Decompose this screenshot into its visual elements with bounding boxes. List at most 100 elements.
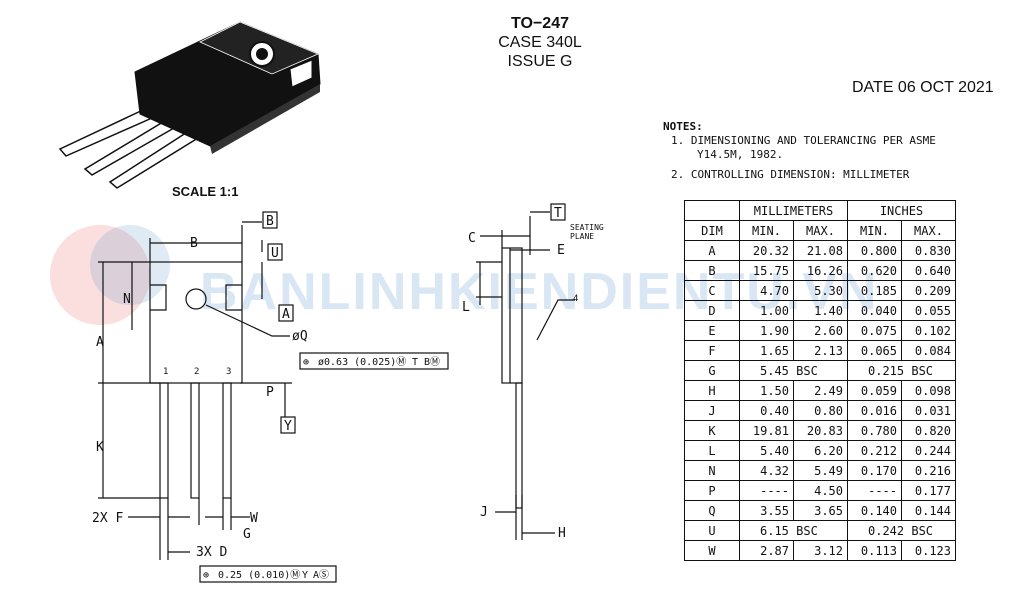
fcf-top-datum-2: BⓂ bbox=[424, 356, 440, 368]
dim-k-label: K bbox=[96, 440, 104, 455]
package-3d-illustration bbox=[58, 21, 321, 189]
in-max-cell: 0.177 bbox=[901, 480, 956, 501]
in-min-cell: 0.075 bbox=[847, 320, 902, 341]
col-in-min: MIN. bbox=[847, 220, 902, 241]
fcf-top-symbol: ⊕ bbox=[303, 357, 309, 368]
mm-min-cell: ---- bbox=[739, 480, 794, 501]
in-max-cell: 0.830 bbox=[901, 240, 956, 261]
pin-2-label: 2 bbox=[194, 367, 199, 377]
dim-cell: K bbox=[684, 420, 740, 441]
dim-n-label: N bbox=[123, 292, 131, 307]
in-max-cell: 0.084 bbox=[901, 340, 956, 361]
datum-b-label: B bbox=[266, 214, 274, 229]
scale-label: SCALE 1:1 bbox=[172, 184, 239, 199]
mm-max-cell: 16.26 bbox=[793, 260, 848, 281]
mounting-hole bbox=[185, 288, 207, 310]
lead-1 bbox=[159, 382, 169, 499]
dim-cell: N bbox=[684, 460, 740, 481]
notes-block: NOTES: 1. DIMENSIONING AND TOLERANCING P… bbox=[663, 120, 936, 182]
in-min-cell: 0.059 bbox=[847, 380, 902, 401]
in-min-cell: 0.170 bbox=[847, 460, 902, 481]
in-max-cell: 0.144 bbox=[901, 500, 956, 521]
in-max-cell: 0.640 bbox=[901, 260, 956, 281]
note-1: 1. DIMENSIONING AND TOLERANCING PER ASME bbox=[671, 134, 936, 147]
dim-cell: P bbox=[684, 480, 740, 501]
mm-max-cell: 2.49 bbox=[793, 380, 848, 401]
dim-4-label: 4 bbox=[573, 294, 578, 304]
mm-max-cell: 3.12 bbox=[793, 540, 848, 561]
mm-max-cell: 21.08 bbox=[793, 240, 848, 261]
dim-l-label: L bbox=[462, 300, 470, 315]
dim-cell: B bbox=[684, 260, 740, 281]
in-max-cell: 0.098 bbox=[901, 380, 956, 401]
datum-t-label: T bbox=[554, 206, 562, 221]
table-group-header-row: MILLIMETERS INCHES bbox=[684, 200, 956, 221]
in-min-cell: 0.780 bbox=[847, 420, 902, 441]
dim-cell: C bbox=[684, 280, 740, 301]
mm-max-cell: 2.13 bbox=[793, 340, 848, 361]
in-min-cell: 0.620 bbox=[847, 260, 902, 281]
mm-min-cell: 3.55 bbox=[739, 500, 794, 521]
dim-p-label: P bbox=[266, 385, 274, 400]
fcf-top bbox=[299, 352, 449, 370]
mm-max-cell: 4.50 bbox=[793, 480, 848, 501]
mm-max-cell: 20.83 bbox=[793, 420, 848, 441]
datum-a-label: A bbox=[282, 307, 290, 322]
mm-min-cell: 1.50 bbox=[739, 380, 794, 401]
document-date: DATE 06 OCT 2021 bbox=[852, 79, 994, 96]
table-corner-cell bbox=[684, 200, 740, 221]
mm-min-cell: 1.00 bbox=[739, 300, 794, 321]
case-number: CASE 340L bbox=[498, 34, 582, 51]
mm-min-cell: 20.32 bbox=[739, 240, 794, 261]
mm-max-cell: 0.80 bbox=[793, 400, 848, 421]
dim-q-label: øQ bbox=[292, 329, 308, 344]
mm-min-cell: 1.90 bbox=[739, 320, 794, 341]
dim-cell: Q bbox=[684, 500, 740, 521]
table-row: P----4.50----0.177 bbox=[684, 480, 956, 501]
dimensions-table: MILLIMETERS INCHES DIM MIN. MAX. MIN. MA… bbox=[684, 200, 956, 561]
mm-min-cell: 4.32 bbox=[739, 460, 794, 481]
in-max-cell: 0.216 bbox=[901, 460, 956, 481]
in-max-cell: 0.123 bbox=[901, 540, 956, 561]
in-max-cell: 0.031 bbox=[901, 400, 956, 421]
dim-cell: W bbox=[684, 540, 740, 561]
dim-a-label: A bbox=[96, 335, 104, 350]
dim-cell: D bbox=[684, 300, 740, 321]
mechanical-drawing: B U A T Y B N A K P C E L 4 J H 2X F W G… bbox=[92, 203, 604, 583]
front-view-body bbox=[149, 261, 243, 384]
fcf-bottom-datum-2: AⓈ bbox=[313, 569, 329, 581]
dim-cell: H bbox=[684, 380, 740, 401]
dim-c-label: C bbox=[468, 231, 476, 246]
pin-1-label: 1 bbox=[163, 367, 168, 377]
in-min-cell: 0.065 bbox=[847, 340, 902, 361]
dim-h-label: H bbox=[558, 526, 566, 541]
dim-w-label: W bbox=[250, 511, 258, 526]
mm-min-cell: 15.75 bbox=[739, 260, 794, 281]
mm-min-cell: 5.40 bbox=[739, 440, 794, 461]
lead-2 bbox=[190, 382, 200, 499]
mm-max-cell: 5.49 bbox=[793, 460, 848, 481]
fcf-bottom bbox=[199, 565, 337, 583]
mm-max-cell: 1.40 bbox=[793, 300, 848, 321]
in-max-cell: 0.820 bbox=[901, 420, 956, 441]
package-title: TO−247 bbox=[511, 15, 569, 32]
mm-min-cell: 19.81 bbox=[739, 420, 794, 441]
dim-cell: E bbox=[684, 320, 740, 341]
inch-bsc-cell: 0.242 BSC bbox=[847, 520, 956, 541]
dim-b-label: B bbox=[190, 236, 198, 251]
dim-cell: F bbox=[684, 340, 740, 361]
in-min-cell: 0.800 bbox=[847, 240, 902, 261]
side-view-lead bbox=[515, 382, 523, 509]
lead-3 bbox=[222, 382, 232, 499]
in-min-cell: 0.212 bbox=[847, 440, 902, 461]
seating-plane-label-1: SEATING bbox=[570, 223, 604, 232]
